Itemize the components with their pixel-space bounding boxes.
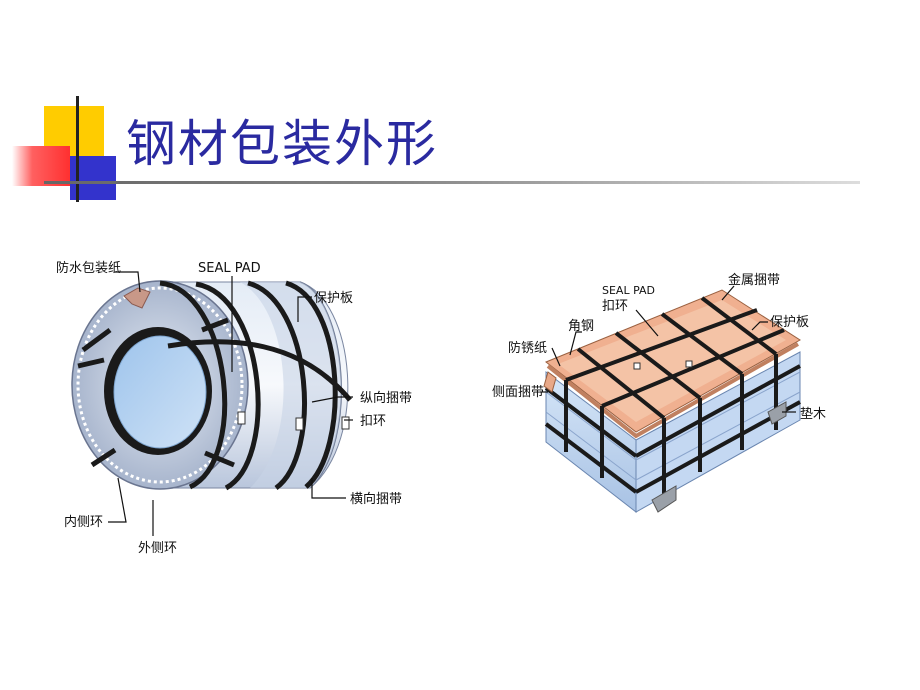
coil-transverse-straps <box>159 280 338 491</box>
coil-outer-ring <box>76 286 244 484</box>
bundle-skids <box>651 401 787 513</box>
coil-leader-lines <box>108 271 353 536</box>
title-divider <box>44 181 860 184</box>
bundle-buckles <box>633 360 693 370</box>
coil-waterproof-paper <box>123 287 151 309</box>
coil-core <box>113 335 207 449</box>
deco-vertical-line <box>76 96 79 202</box>
label-coil-seal-pad: SEAL PAD <box>198 261 261 276</box>
label-waterproof-paper: 防水包装纸 <box>56 260 121 276</box>
coil-buckle <box>295 417 304 431</box>
coil-diagram: 防水包装纸 SEAL PAD 保护板 纵向捆带 扣环 横向捆带 内侧环 外侧环 <box>56 260 412 556</box>
coil-buckle <box>237 411 246 425</box>
label-outer-ring: 外侧环 <box>138 541 177 556</box>
label-coil-protect-plate: 保护板 <box>314 291 353 306</box>
label-antirust-paper: 防锈纸 <box>508 340 547 356</box>
coil-longitudinal-strap <box>167 339 352 402</box>
coil-buckle <box>341 416 350 430</box>
sheet-bundle-diagram: SEAL PAD 扣环 金属捆带 角钢 保护板 防锈纸 侧面捆带 垫木 <box>492 272 826 514</box>
label-bundle-protect-plate: 保护板 <box>770 315 809 330</box>
bundle-leader-lines <box>540 285 796 413</box>
bundle-metal-straps <box>565 296 785 420</box>
bundle-antirust-paper <box>543 371 557 393</box>
label-skid: 垫木 <box>800 406 826 422</box>
label-coil-buckle: 扣环 <box>360 414 386 429</box>
label-transverse-strap: 横向捆带 <box>350 491 402 507</box>
label-side-strap: 侧面捆带 <box>492 385 544 400</box>
coil-face-straps <box>77 317 235 468</box>
label-corner-steel: 角钢 <box>568 319 594 334</box>
bundle-plate-inner <box>558 300 786 422</box>
bundle-right-side <box>635 351 801 513</box>
label-metal-strap: 金属捆带 <box>728 272 780 288</box>
page-title: 钢材包装外形 <box>126 115 438 173</box>
label-inner-ring: 内侧环 <box>64 514 103 530</box>
label-bundle-buckle: 扣环 <box>602 299 628 314</box>
coil-protect-plate <box>240 282 342 488</box>
label-longitudinal-strap: 纵向捆带 <box>360 390 412 406</box>
deco-red-square <box>12 146 70 186</box>
label-bundle-seal-pad: SEAL PAD <box>602 284 655 297</box>
